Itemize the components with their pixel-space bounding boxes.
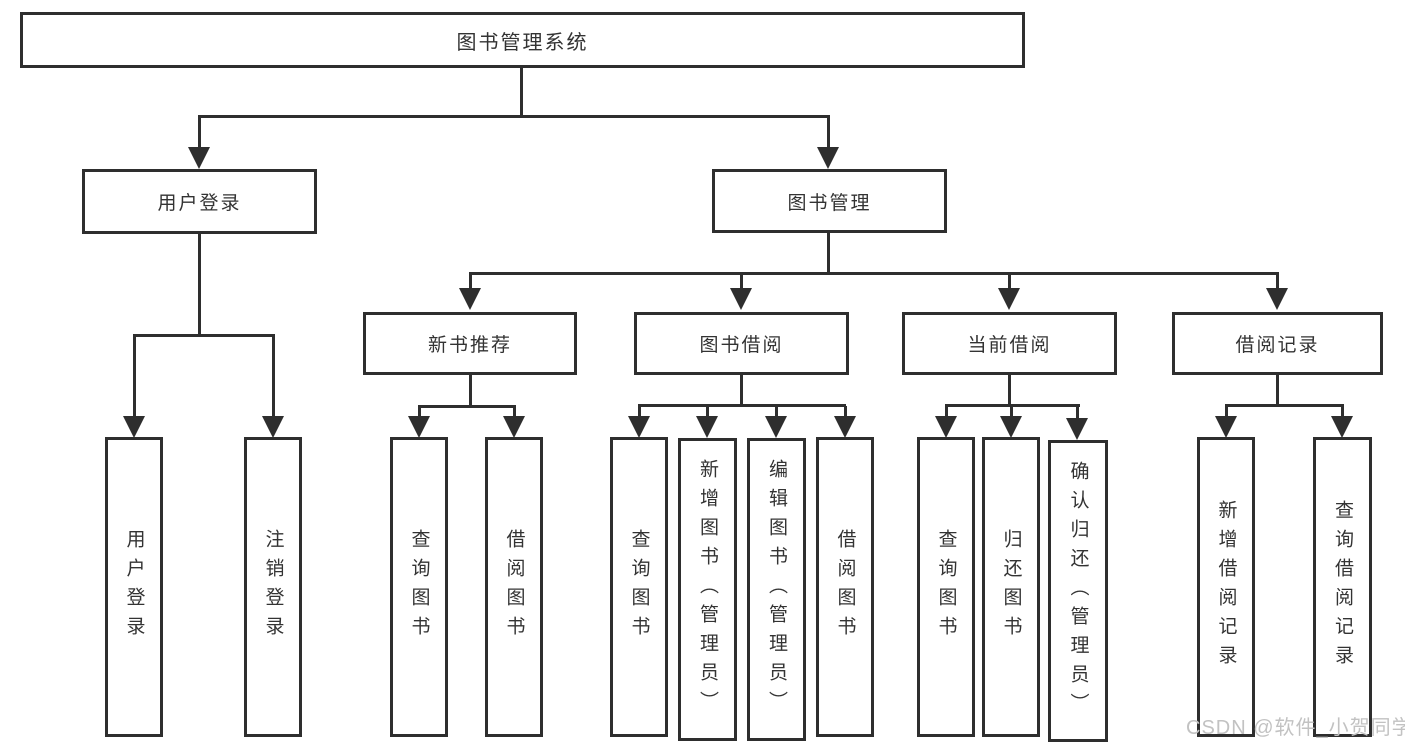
- arrow-down-icon: [730, 288, 752, 310]
- connector: [638, 406, 641, 417]
- connector: [775, 406, 778, 417]
- leaf-label: 用户登录: [123, 529, 145, 645]
- connector: [827, 233, 830, 274]
- node-book-borrowing: 图书借阅: [634, 312, 849, 375]
- connector: [740, 274, 743, 292]
- node-current-borrowing: 当前借阅: [902, 312, 1117, 375]
- connector: [1010, 406, 1013, 417]
- arrow-down-icon: [696, 416, 718, 438]
- leaf-add-books-admin: 新增图书（管理员）: [678, 438, 737, 741]
- leaf-label: 借阅图书: [834, 529, 856, 645]
- node-label: 当前借阅: [967, 335, 1052, 356]
- connector: [827, 117, 830, 152]
- node-borrowing-records: 借阅记录: [1172, 312, 1383, 375]
- arrow-down-icon: [123, 416, 145, 438]
- leaf-return-books: 归还图书: [982, 437, 1040, 737]
- node-book-management: 图书管理: [712, 169, 947, 233]
- arrow-down-icon: [628, 416, 650, 438]
- arrow-down-icon: [1215, 416, 1237, 438]
- arrow-down-icon: [1331, 416, 1353, 438]
- node-label: 图书管理: [787, 192, 872, 214]
- connector: [133, 334, 275, 337]
- connector: [945, 406, 948, 417]
- node-label: 用户登录: [157, 193, 242, 214]
- connector: [198, 234, 201, 336]
- arrow-down-icon: [503, 416, 525, 438]
- node-label: 图书管理系统: [456, 31, 589, 54]
- leaf-query-books: 查询图书: [917, 437, 975, 737]
- leaf-label: 注销登录: [262, 529, 284, 645]
- leaf-label: 归还图书: [1000, 529, 1022, 645]
- connector: [844, 406, 847, 417]
- connector: [1076, 406, 1079, 419]
- arrow-down-icon: [188, 147, 210, 169]
- arrow-down-icon: [998, 288, 1020, 310]
- connector: [418, 405, 516, 408]
- connector: [638, 404, 846, 407]
- connector: [133, 336, 136, 419]
- connector: [1225, 406, 1228, 417]
- arrow-down-icon: [408, 416, 430, 438]
- connector: [520, 68, 523, 117]
- arrow-down-icon: [1000, 416, 1022, 438]
- leaf-label: 新增图书（管理员）: [697, 459, 718, 720]
- node-label: 新书推荐: [427, 335, 512, 356]
- connector: [1008, 375, 1011, 407]
- connector: [1276, 375, 1279, 407]
- leaf-add-borrow-record: 新增借阅记录: [1197, 437, 1255, 737]
- leaf-label: 查询图书: [935, 529, 957, 645]
- leaf-logout: 注销登录: [244, 437, 302, 737]
- leaf-query-books: 查询图书: [390, 437, 448, 737]
- leaf-label: 编辑图书（管理员）: [766, 459, 787, 720]
- arrow-down-icon: [935, 416, 957, 438]
- connector: [198, 117, 201, 152]
- connector: [1276, 274, 1279, 292]
- connector: [469, 272, 1279, 275]
- node-user-login: 用户登录: [82, 169, 317, 234]
- leaf-label: 查询图书: [408, 529, 430, 645]
- connector: [272, 336, 275, 419]
- leaf-borrow-books: 借阅图书: [485, 437, 543, 737]
- leaf-query-books: 查询图书: [610, 437, 668, 737]
- leaf-label: 新增借阅记录: [1215, 500, 1237, 674]
- leaf-query-borrow-record: 查询借阅记录: [1313, 437, 1372, 737]
- leaf-confirm-return-admin: 确认归还（管理员）: [1048, 440, 1108, 742]
- connector: [706, 406, 709, 417]
- arrow-down-icon: [1266, 288, 1288, 310]
- arrow-down-icon: [817, 147, 839, 169]
- leaf-user-login: 用户登录: [105, 437, 163, 737]
- arrow-down-icon: [834, 416, 856, 438]
- connector: [418, 407, 421, 418]
- connector: [469, 375, 472, 408]
- node-label: 图书借阅: [699, 335, 784, 356]
- leaf-label: 查询图书: [628, 529, 650, 645]
- node-label: 借阅记录: [1235, 335, 1320, 356]
- arrow-down-icon: [765, 416, 787, 438]
- watermark: CSDN @软件_小贺同学: [1186, 717, 1405, 739]
- connector: [513, 407, 516, 418]
- arrow-down-icon: [459, 288, 481, 310]
- node-library-management-system: 图书管理系统: [20, 12, 1025, 68]
- leaf-label: 借阅图书: [503, 529, 525, 645]
- connector: [469, 274, 472, 292]
- connector: [198, 115, 830, 118]
- leaf-label: 查询借阅记录: [1332, 500, 1353, 674]
- arrow-down-icon: [1066, 418, 1088, 440]
- arrow-down-icon: [262, 416, 284, 438]
- leaf-borrow-books: 借阅图书: [816, 437, 874, 737]
- connector: [1341, 406, 1344, 417]
- node-new-book-recommendation: 新书推荐: [363, 312, 577, 375]
- leaf-label: 确认归还（管理员）: [1067, 460, 1089, 722]
- connector: [945, 404, 1080, 407]
- connector: [740, 375, 743, 407]
- connector: [1225, 404, 1344, 407]
- leaf-edit-books-admin: 编辑图书（管理员）: [747, 438, 806, 741]
- connector: [1008, 274, 1011, 292]
